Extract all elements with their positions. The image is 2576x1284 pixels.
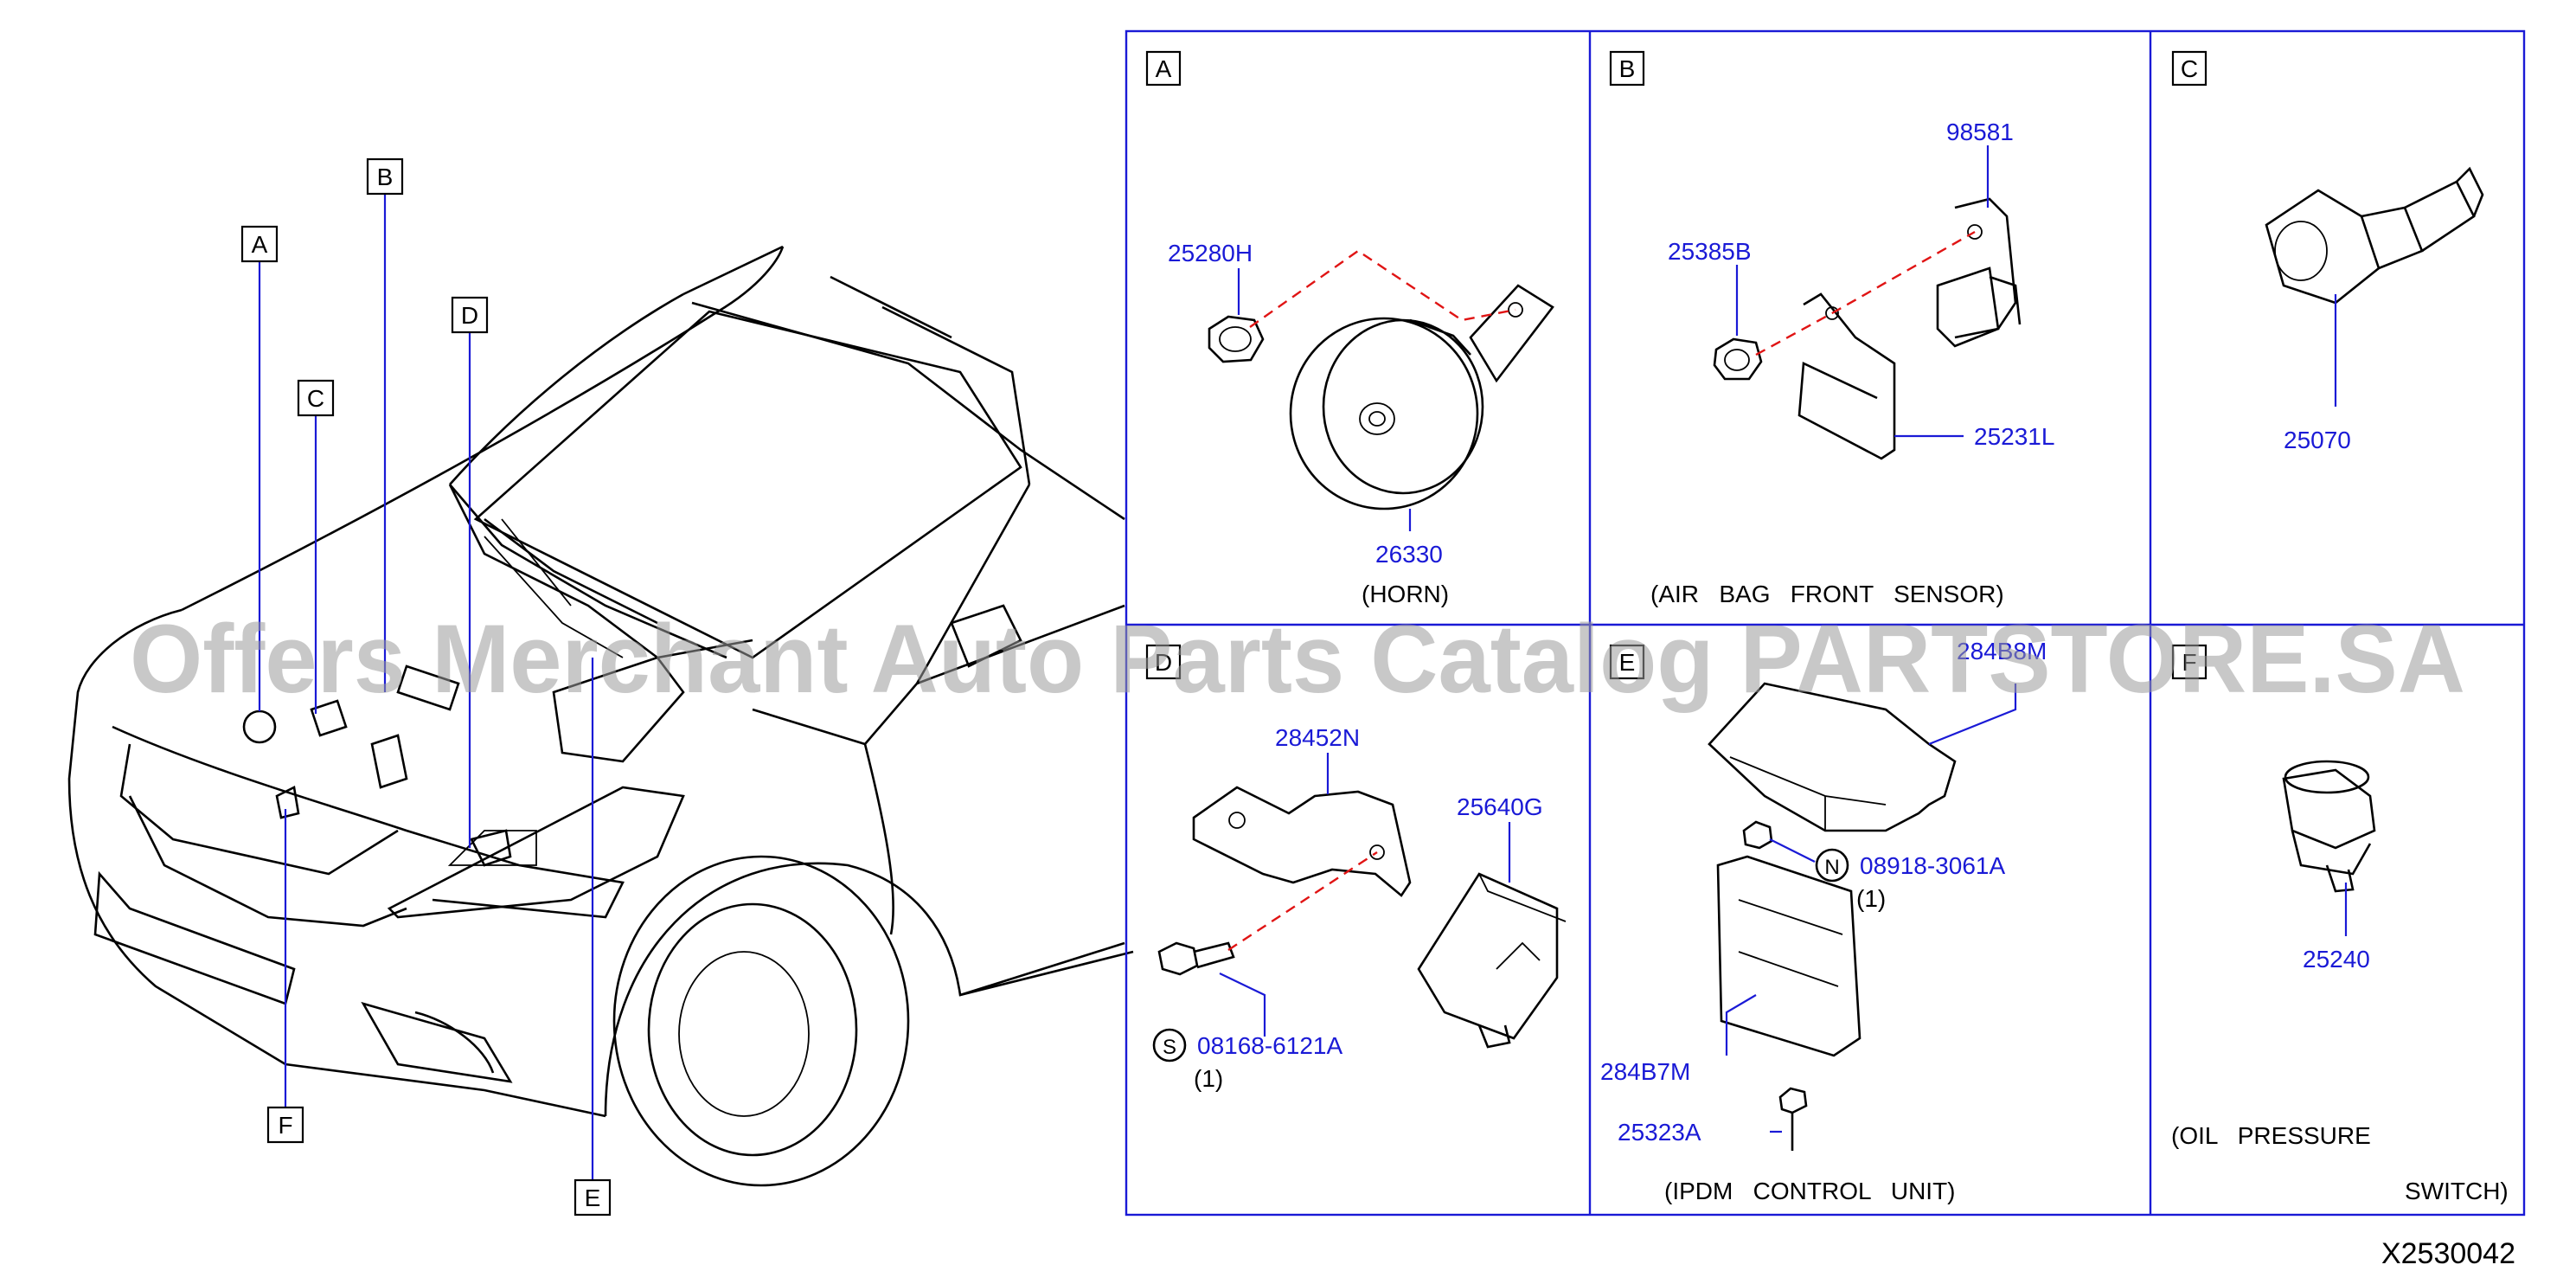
callout-F[interactable]: F — [266, 1106, 304, 1144]
vehicle-callout-leaders — [258, 194, 594, 1180]
part-number-25231L: 25231L — [1974, 423, 2054, 450]
part-number-25280H: 25280H — [1168, 240, 1253, 266]
panel-a-letter: A — [1156, 55, 1172, 82]
air-bag-sensor-icon[interactable] — [1936, 197, 2022, 348]
panel-c: C 25070 — [2171, 50, 2484, 453]
part-number-25323A: 25323A — [1618, 1119, 1701, 1146]
panel-e-caption: (IPDM CONTROL UNIT) — [1664, 1178, 1956, 1204]
callout-D[interactable]: D — [451, 296, 489, 334]
sensor-bracket-icon[interactable] — [1797, 292, 1896, 460]
svg-text:S: S — [1163, 1036, 1176, 1059]
oil-pressure-switch-icon[interactable] — [2282, 760, 2376, 893]
panel-a-caption: (HORN) — [1362, 581, 1449, 607]
nut-icon[interactable] — [1208, 315, 1265, 363]
bolt-icon[interactable] — [1157, 941, 1235, 976]
ipdm-unit-icon[interactable] — [1716, 855, 1862, 1057]
svg-text:N: N — [1824, 856, 1839, 879]
panel-d-letter: D — [1155, 649, 1172, 676]
part-number-25640G: 25640G — [1457, 793, 1543, 820]
panel-a-horn: A 25280H 26330 (HORN) — [1145, 50, 1554, 607]
vehicle-illustration — [67, 245, 1134, 1187]
callout-A[interactable]: A — [240, 225, 279, 263]
panel-d: D S 28452N 25640G 081 — [1145, 644, 1567, 1092]
part-number-28452N: 28452N — [1275, 724, 1360, 751]
callout-E[interactable]: E — [574, 1178, 612, 1217]
nut-icon[interactable] — [1713, 337, 1763, 381]
panel-e-qty: (1) — [1856, 885, 1886, 912]
diagram-id: X2530042 — [2381, 1237, 2515, 1270]
panel-b-caption: (AIR BAG FRONT SENSOR) — [1650, 581, 2004, 607]
symbol-s-icon: S — [1152, 1028, 1187, 1063]
panel-grid — [1125, 29, 2526, 1217]
part-number-98581: 98581 — [1946, 119, 2014, 145]
svg-text:B: B — [377, 164, 394, 190]
panel-f-letter: F — [2182, 649, 2196, 676]
bracket-icon[interactable] — [1192, 786, 1412, 897]
panel-b-air-bag-sensor: B 98581 25385B 25231L (AIR BAG FRONT SEN… — [1609, 50, 2054, 607]
symbol-n-icon: N — [1815, 848, 1849, 883]
panel-e-letter: E — [1619, 649, 1636, 676]
watermark-text: Offers Merchant Auto Parts Catalog PARTS… — [130, 605, 2465, 713]
part-number-25385B: 25385B — [1668, 238, 1752, 265]
part-number-08168-6121A: 08168-6121A — [1197, 1032, 1342, 1059]
svg-text:E: E — [585, 1184, 601, 1211]
sensor-connector-icon[interactable] — [2265, 166, 2484, 305]
part-number-25240: 25240 — [2303, 946, 2370, 973]
callout-C[interactable]: C — [297, 379, 335, 417]
panel-b-letter: B — [1619, 55, 1636, 82]
panel-d-qty: (1) — [1194, 1065, 1223, 1092]
panel-f-oil-pressure: F 25240 (OIL PRESSURE SWITCH) — [2171, 644, 2509, 1204]
part-number-284B7M: 284B7M — [1600, 1058, 1690, 1085]
horn-icon[interactable] — [1289, 317, 1484, 510]
panel-f-caption-line2: SWITCH) — [2405, 1178, 2509, 1204]
ipdm-cover-icon[interactable] — [1708, 682, 1957, 832]
part-number-25070: 25070 — [2284, 427, 2351, 453]
bolt-icon[interactable] — [1778, 1087, 1808, 1151]
callout-B[interactable]: B — [366, 157, 404, 196]
svg-text:A: A — [252, 231, 268, 258]
svg-text:D: D — [461, 302, 478, 329]
panel-f-caption-line1: (OIL PRESSURE — [2171, 1122, 2371, 1149]
panel-e-ipdm: E N 284 — [1600, 638, 2047, 1204]
part-number-08918-3061A: 08918-3061A — [1860, 852, 2005, 879]
nut-icon[interactable] — [1742, 820, 1773, 850]
part-number-26330: 26330 — [1375, 541, 1443, 568]
svg-text:F: F — [278, 1112, 292, 1139]
part-number-284B8M: 284B8M — [1957, 638, 2047, 664]
module-icon[interactable] — [1417, 872, 1567, 1049]
svg-text:C: C — [307, 385, 324, 412]
panel-c-letter: C — [2181, 55, 2198, 82]
